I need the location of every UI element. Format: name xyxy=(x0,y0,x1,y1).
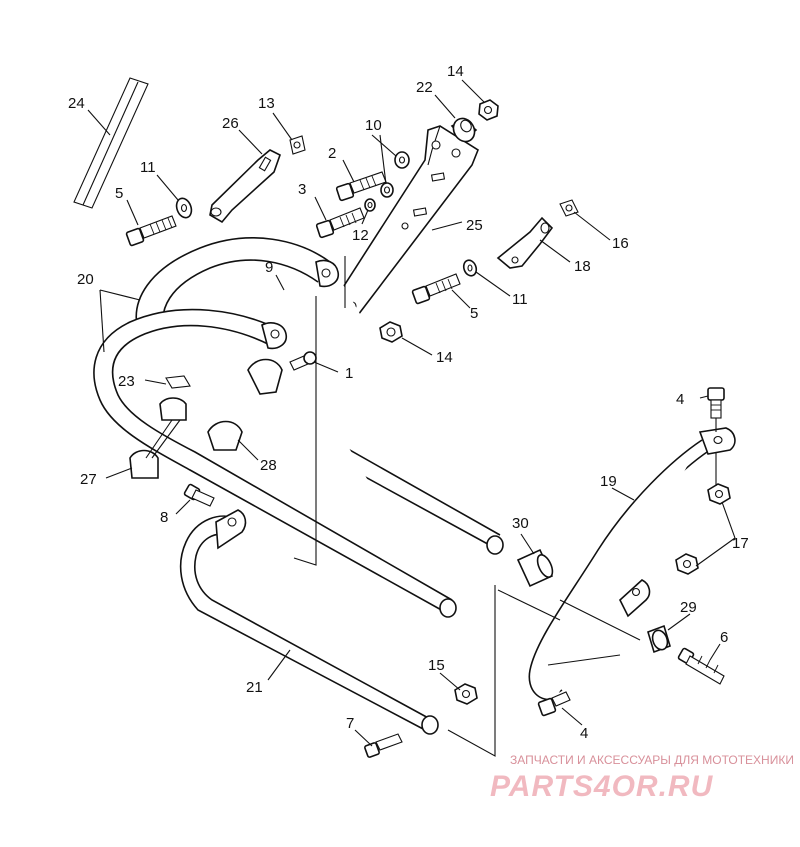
nut-15 xyxy=(454,683,478,705)
bracket-26 xyxy=(209,149,281,224)
lock-washer-12 xyxy=(364,198,376,212)
callout-29: 29 xyxy=(680,599,697,616)
callout-12: 12 xyxy=(352,227,369,244)
callout-15: 15 xyxy=(428,657,445,674)
nut-14-lower xyxy=(379,321,403,343)
callout-11-left: 11 xyxy=(140,159,156,176)
pad-23 xyxy=(165,375,191,389)
bolt-2 xyxy=(335,171,387,202)
callout-27: 27 xyxy=(80,471,97,488)
crash-bar-19 xyxy=(528,427,736,701)
callout-11-right: 11 xyxy=(512,291,528,308)
bracket-18 xyxy=(496,216,554,269)
callout-4-top: 4 xyxy=(676,391,684,408)
callout-30: 30 xyxy=(512,515,529,532)
clamp-28 xyxy=(207,358,283,451)
reference-lines xyxy=(293,256,717,757)
callout-5-left: 5 xyxy=(115,185,123,202)
callout-25: 25 xyxy=(466,217,483,234)
washer-11-right xyxy=(462,259,478,277)
callout-2: 2 xyxy=(328,145,336,162)
bolt-5-left xyxy=(125,215,177,247)
screw-1 xyxy=(289,351,317,371)
callout-9: 9 xyxy=(265,259,273,276)
clip-nut-16 xyxy=(559,199,579,217)
leader-lines xyxy=(87,79,736,747)
bolt-6 xyxy=(677,647,725,685)
nut-17-lower xyxy=(675,553,699,575)
callout-24: 24 xyxy=(68,95,85,112)
callout-10: 10 xyxy=(365,117,382,134)
bolt-7 xyxy=(364,733,403,758)
clip-nut-13 xyxy=(289,135,306,155)
washer-10-lower xyxy=(380,182,394,198)
bolt-4-bottom xyxy=(537,691,571,717)
callout-19: 19 xyxy=(600,473,617,490)
callout-16: 16 xyxy=(612,235,629,252)
callout-20: 20 xyxy=(77,271,94,288)
bolt-4-top xyxy=(707,387,725,419)
callout-21: 21 xyxy=(246,679,263,696)
callout-14-lower: 14 xyxy=(436,349,453,366)
callout-18: 18 xyxy=(574,258,591,275)
callout-17: 17 xyxy=(732,535,749,552)
spacer-30 xyxy=(516,548,554,588)
callout-labels: 24 26 13 11 5 2 3 10 12 22 14 25 16 18 1… xyxy=(68,63,749,742)
washer-10-upper xyxy=(394,151,410,169)
callout-13: 13 xyxy=(258,95,275,112)
callout-23: 23 xyxy=(118,373,135,390)
nut-17-upper xyxy=(707,483,731,505)
callout-22: 22 xyxy=(416,79,433,96)
bolt-8 xyxy=(183,483,215,507)
callout-14-top: 14 xyxy=(447,63,464,80)
bolt-5-right xyxy=(411,273,461,305)
nut-14-top xyxy=(478,99,499,121)
callout-26: 26 xyxy=(222,115,239,132)
callout-28: 28 xyxy=(260,457,277,474)
spacer-29 xyxy=(647,624,671,654)
watermark-tagline: ЗАПЧАСТИ И АКСЕССУАРЫ ДЛЯ МОТОТЕХНИКИ xyxy=(510,753,794,767)
crash-bar-20 xyxy=(93,237,504,618)
spacer-22 xyxy=(450,117,478,143)
washer-11-left xyxy=(175,197,193,219)
callout-7: 7 xyxy=(346,715,354,732)
bolt-3 xyxy=(315,207,365,239)
callout-6: 6 xyxy=(720,629,728,646)
crash-bar-21 xyxy=(179,509,439,735)
callout-1: 1 xyxy=(345,365,353,382)
rubber-strip-24 xyxy=(73,77,149,209)
callout-8: 8 xyxy=(160,509,168,526)
callout-4-bottom: 4 xyxy=(580,725,588,742)
watermark-brand: PARTS4OR.RU xyxy=(490,770,714,803)
clamp-27 xyxy=(129,397,187,479)
callout-3: 3 xyxy=(298,181,306,198)
watermark: ЗАПЧАСТИ И АКСЕССУАРЫ ДЛЯ МОТОТЕХНИКИ PA… xyxy=(490,753,794,803)
callout-5-right: 5 xyxy=(470,305,478,322)
